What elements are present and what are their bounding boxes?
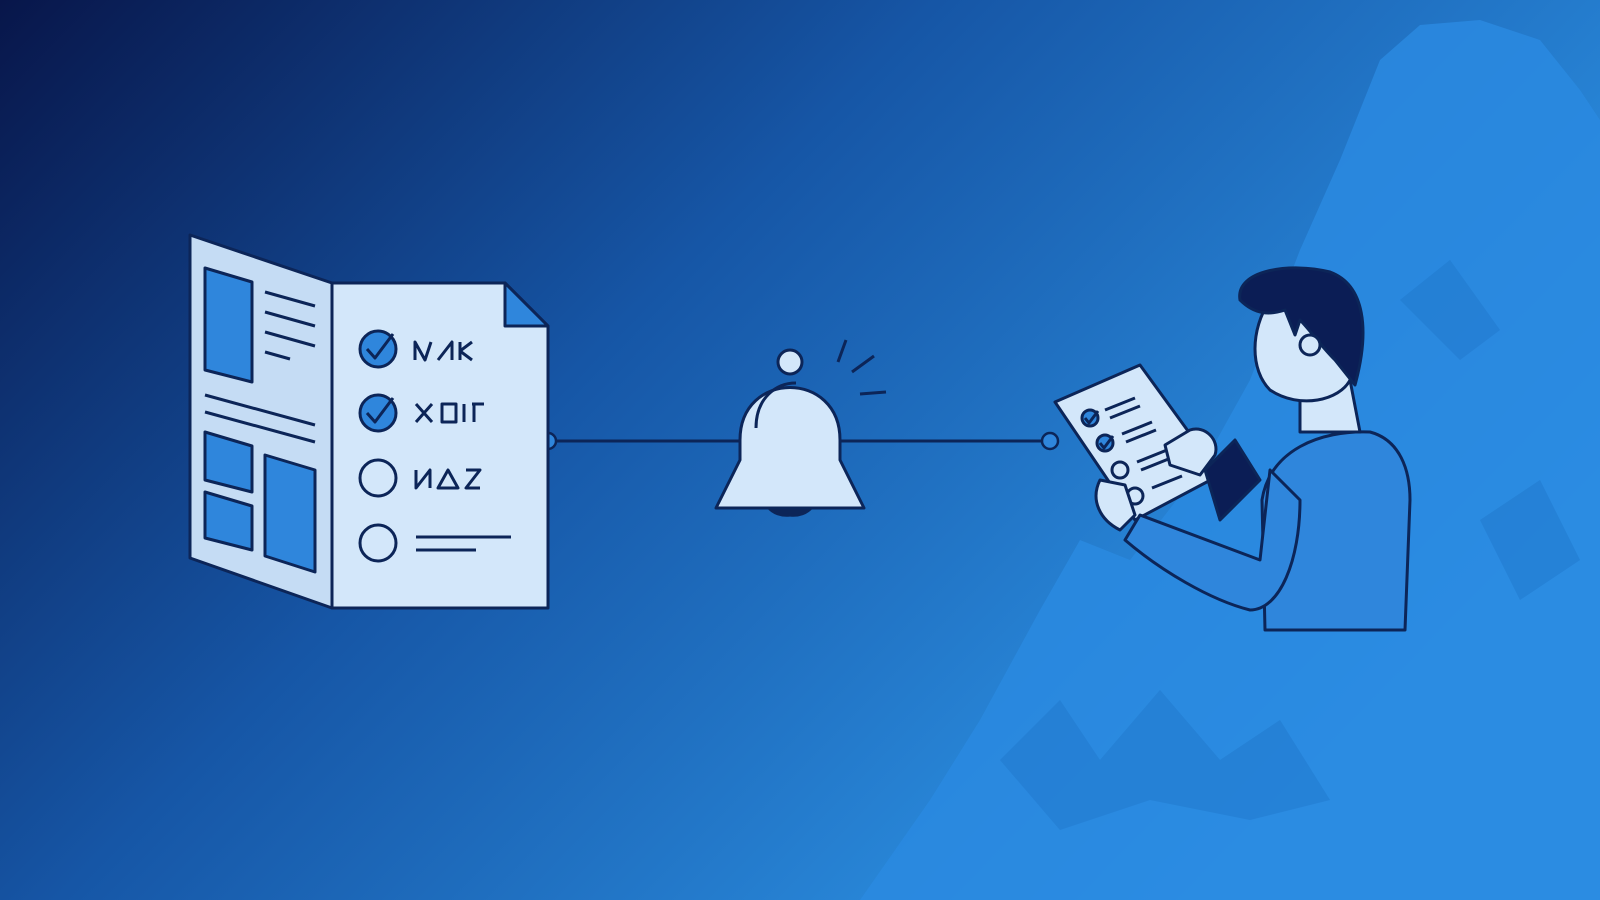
mountain-texture	[1000, 260, 1580, 830]
connector-node-right	[1040, 431, 1060, 451]
bell-icon	[714, 339, 887, 517]
document-checklist-icon	[188, 233, 550, 610]
person-reading-checklist-icon	[1053, 266, 1412, 632]
